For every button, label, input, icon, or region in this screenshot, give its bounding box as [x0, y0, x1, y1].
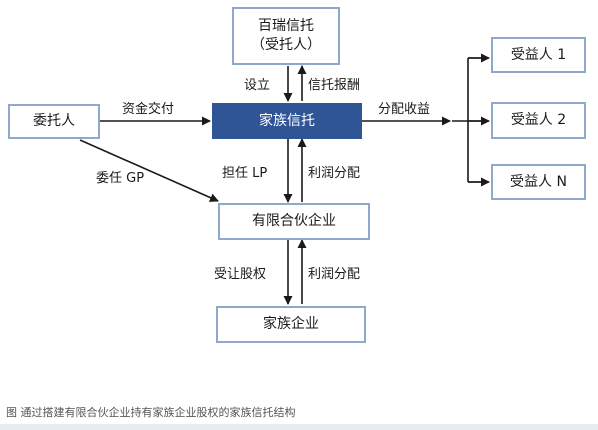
establish-label: 设立 [244, 78, 271, 93]
lp-firm-label: 有限合伙企业 [252, 213, 336, 230]
trustee-name: 百瑞信托 [258, 18, 314, 35]
profit-distribution-lower-label: 利润分配 [308, 267, 361, 282]
entrust-gp-arrow [79, 139, 219, 202]
family-business-label: 家族企业 [263, 316, 319, 333]
fund-delivery-label: 资金交付 [122, 102, 175, 117]
family-business-node: 家族企业 [216, 306, 366, 343]
family-trust-node: 家族信托 [212, 103, 362, 139]
act-as-lp-label: 担任 LP [222, 166, 268, 181]
trustee-node: 百瑞信托 （受托人） [232, 7, 340, 65]
trust-fee-label: 信托报酬 [308, 78, 361, 93]
profit-distribution-upper-label: 利润分配 [308, 166, 361, 181]
trustee-role: （受托人） [251, 37, 321, 53]
beneficiary-2-node: 受益人 2 [491, 102, 586, 139]
lp-firm-node: 有限合伙企业 [218, 203, 370, 240]
beneficiary-bracket [452, 57, 485, 183]
settlor-label: 委托人 [33, 113, 75, 130]
settlor-node: 委托人 [8, 104, 100, 139]
bottom-divider [0, 424, 598, 430]
beneficiary-1-node: 受益人 1 [491, 37, 586, 73]
beneficiary-2-label: 受益人 2 [510, 112, 567, 129]
entrust-gp-label: 委任 GP [96, 171, 145, 186]
family-trust-label: 家族信托 [259, 112, 315, 129]
beneficiary-1-label: 受益人 1 [510, 46, 567, 63]
beneficiary-n-node: 受益人 N [491, 164, 586, 200]
figure-caption: 图 通过搭建有限合伙企业持有家族企业股权的家族信托结构 [6, 406, 296, 419]
transfer-equity-label: 受让股权 [214, 267, 267, 282]
distribute-income-label: 分配收益 [378, 102, 431, 117]
beneficiary-n-label: 受益人 N [510, 173, 567, 190]
